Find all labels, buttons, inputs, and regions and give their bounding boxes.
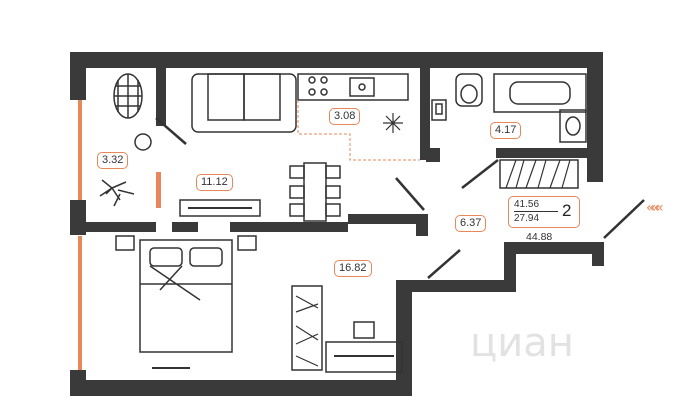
total-area: 41.56 [514, 199, 540, 210]
entrance-chevron-icon: ««« [646, 200, 664, 216]
room-area-bathroom: 4.17 [490, 122, 522, 139]
windows [78, 100, 161, 370]
bedroom-furniture [115, 235, 403, 373]
kitchen-zone [297, 100, 420, 161]
room-area-bedroom: 16.82 [334, 260, 372, 277]
living-area: 27.94 [514, 213, 540, 224]
room-area-corridor: 6.37 [455, 215, 487, 232]
rooms-count: 2 [562, 201, 572, 220]
room-area-living: 11.12 [196, 174, 233, 191]
bathroom-fixtures [431, 73, 587, 189]
summary-divider [514, 211, 558, 212]
living-furniture [179, 73, 409, 222]
doors [155, 117, 645, 279]
watermark-logo: циан [470, 320, 574, 366]
room-area-hall: 3.32 [97, 152, 129, 169]
room-area-kitchen: 3.08 [329, 108, 361, 125]
hall-furniture [99, 73, 152, 207]
walls [70, 52, 604, 396]
area-with-balcony: 44.88 [526, 231, 553, 243]
summary-card: 41.56 27.94 2 [508, 196, 580, 228]
